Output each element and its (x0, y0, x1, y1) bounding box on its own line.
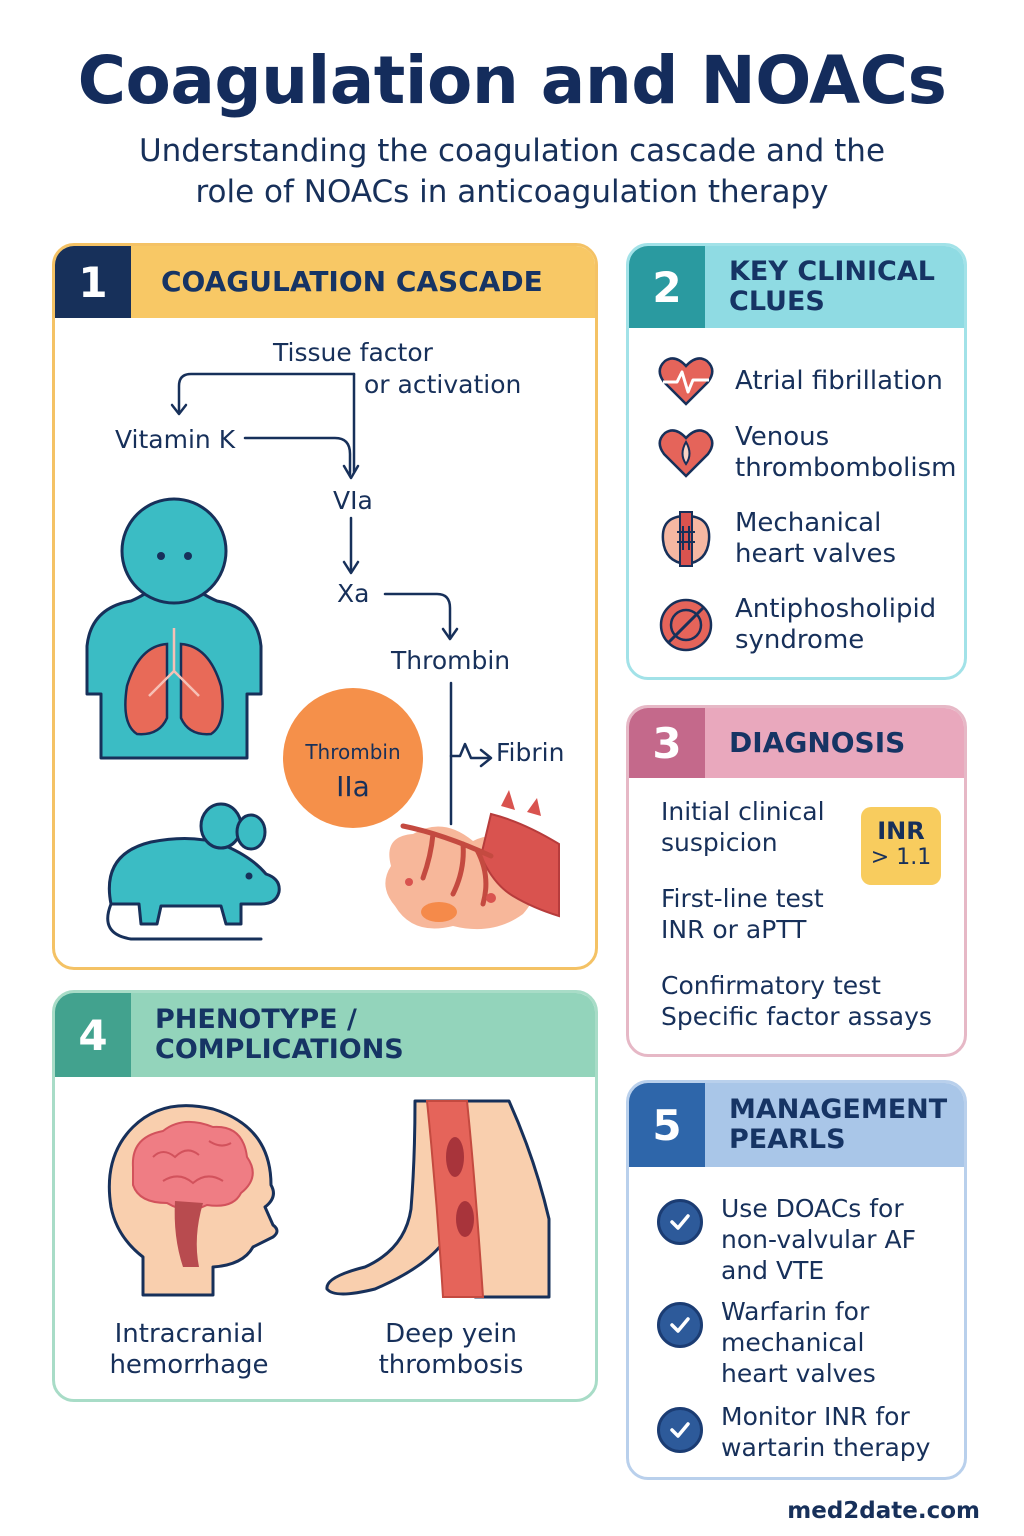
antiphospholipid-icon (659, 598, 713, 652)
cascade-arrows (170, 372, 493, 826)
panel-header: 1 COAGULATION CASCADE (55, 246, 595, 318)
cascade-thrombin: Thrombin (391, 646, 511, 675)
cascade-viia: VIa (333, 486, 373, 515)
blood-clot-icon (385, 790, 560, 930)
mouse-icon (106, 802, 281, 941)
clue-label: Mechanical heart valves (735, 508, 897, 569)
panel-title: KEY CLINICAL CLUES (729, 256, 935, 317)
thrombin-circle-iia: IIa (336, 770, 370, 803)
cascade-tissue-factor: Tissue factor (273, 338, 433, 367)
clue-item-mechanical-heart-valves: Mechanical heart valves (657, 508, 935, 570)
inr-badge: INR > 1.1 (861, 807, 941, 885)
footer-site-link[interactable]: med2date.com (787, 1498, 980, 1524)
panel-number: 2 (629, 246, 705, 328)
clue-item-antiphospholipid-syndrome: Antiphosholipid syndrome (657, 594, 955, 656)
cascade-xa: Xa (337, 579, 370, 608)
page-subtitle-line2: role of NOACs in anticoagulation therapy (195, 174, 829, 210)
panel-number: 5 (629, 1083, 705, 1167)
cascade-fibrin: Fibrin (496, 738, 565, 767)
panel-title: DIAGNOSIS (729, 725, 906, 759)
panel-number: 4 (55, 993, 131, 1077)
panel-header: 5 MANAGEMENT PEARLS (629, 1083, 964, 1167)
thrombin-iia-circle (283, 688, 423, 828)
panel-key-clinical-clues: 2 KEY CLINICAL CLUES Atrial fibrillation… (626, 243, 967, 680)
human-lungs-icon (85, 497, 263, 760)
heart-ecg-icon (658, 357, 714, 406)
clue-label: Antiphosholipid syndrome (735, 594, 937, 655)
brain-hemorrhage-icon (107, 1104, 279, 1297)
panel-title: PHENOTYPE / COMPLICATIONS (155, 1004, 404, 1065)
panel-title: MANAGEMENT PEARLS (729, 1094, 948, 1155)
panel-coagulation-cascade: 1 COAGULATION CASCADE Tissue factor or a… (52, 243, 598, 970)
check-icon (657, 1302, 703, 1348)
clue-item-venous-thromboembolism: Venous thrombombolism (657, 422, 957, 484)
clue-item-atrial-fibrillation: Atrial fibrillation (657, 352, 943, 410)
heart-clot-icon (658, 429, 714, 478)
clue-label: Atrial fibrillation (735, 365, 943, 396)
page-title: Coagulation and NOACs (77, 42, 947, 119)
panel-header: 3 DIAGNOSIS (629, 708, 964, 778)
panel-number: 1 (55, 246, 131, 318)
check-icon (657, 1407, 703, 1453)
cascade-vitamin-k: Vitamin K (115, 425, 236, 454)
panel-phenotype-complications: 4 PHENOTYPE / COMPLICATIONS Intracranial… (52, 990, 598, 1402)
panel-header: 4 PHENOTYPE / COMPLICATIONS (55, 993, 595, 1077)
leg-vein-icon (325, 1099, 551, 1299)
cascade-activation: or activation (364, 370, 522, 399)
panel-header: 2 KEY CLINICAL CLUES (629, 246, 964, 328)
thrombin-circle-label: Thrombin (305, 740, 401, 764)
check-icon (657, 1199, 703, 1245)
panel-number: 3 (629, 708, 705, 778)
clue-label: Venous thrombombolism (735, 422, 957, 483)
heart-valve-icon (661, 511, 711, 567)
panel-title: COAGULATION CASCADE (161, 264, 543, 298)
page-subtitle-line1: Understanding the coagulation cascade an… (138, 133, 886, 169)
